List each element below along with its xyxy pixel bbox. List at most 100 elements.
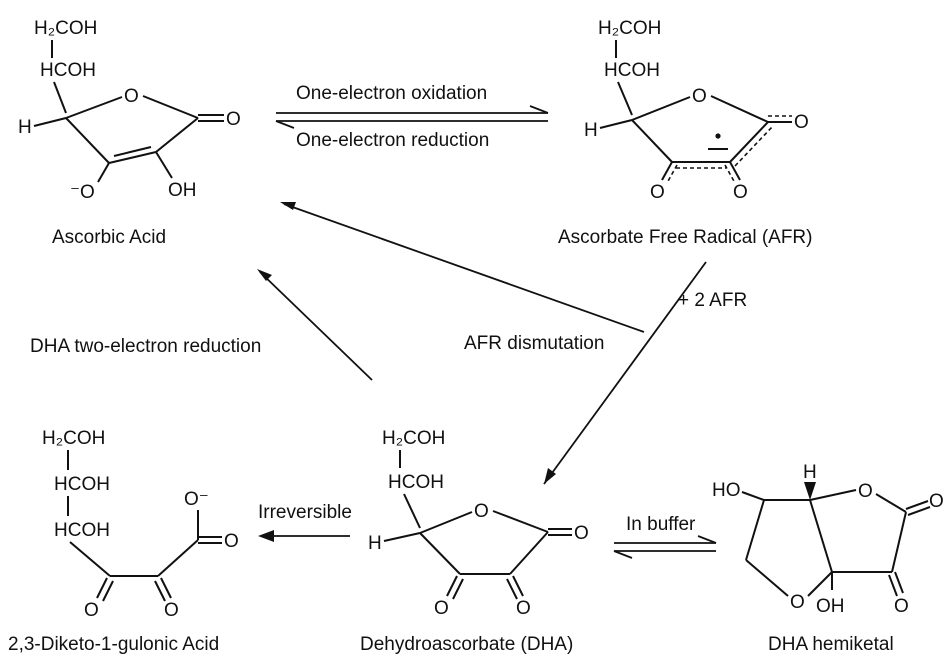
dha-reduction-label: DHA two-electron reduction xyxy=(30,336,261,357)
bond xyxy=(155,151,173,179)
bond xyxy=(157,539,199,577)
bond xyxy=(96,577,108,599)
irreversible-label: Irreversible xyxy=(258,502,352,523)
bond xyxy=(809,499,833,573)
bond xyxy=(509,531,549,575)
dashed-bond xyxy=(724,164,736,184)
dha-structure: H₂COH HCOH H O O O O xyxy=(368,428,589,619)
hemiketal-oh: OH xyxy=(816,596,845,617)
ascorbic-acid-label: Ascorbic Acid xyxy=(52,227,166,248)
diketo-h2coh: H₂COH xyxy=(42,428,105,449)
bond xyxy=(875,493,907,513)
afr-h: H xyxy=(584,120,598,141)
bond xyxy=(729,161,741,181)
bond xyxy=(419,511,473,534)
diketo-hcoh1: HCOH xyxy=(54,474,110,495)
bond xyxy=(894,571,904,594)
diketo-o-left: O xyxy=(84,600,99,621)
afr-o-carbonyl: O xyxy=(794,112,809,133)
ascorbic-oh: OH xyxy=(168,180,197,201)
afr-o-ring: O xyxy=(692,86,707,107)
bond xyxy=(710,95,769,123)
diketo-o-minus: O⁻ xyxy=(184,489,209,510)
bond xyxy=(108,151,157,164)
diketo-label: 2,3-Diketo-1-gulonic Acid xyxy=(8,634,219,655)
diketo-o-carboxyl: O xyxy=(224,531,239,552)
afr-o-right: O xyxy=(733,182,748,203)
afr-structure: H₂COH HCOH H O O O O xyxy=(584,18,809,203)
dha-o-carbonyl: O xyxy=(574,523,589,544)
bond xyxy=(69,541,111,577)
in-buffer-label: In buffer xyxy=(626,514,696,535)
ascorbic-o-minus: ⁻O xyxy=(70,182,95,203)
bond xyxy=(807,571,833,597)
bond xyxy=(907,506,931,516)
bond xyxy=(53,81,67,114)
afr-o-left: O xyxy=(650,182,665,203)
hemiketal-o-bottom: O xyxy=(790,592,805,613)
bond xyxy=(506,578,518,600)
bond xyxy=(905,500,929,510)
radical-dot xyxy=(715,133,721,139)
diketo-o-right: O xyxy=(164,600,179,621)
dha-o-ring: O xyxy=(474,501,489,522)
bond xyxy=(599,119,633,129)
dha-o-left: O xyxy=(434,598,449,619)
bond xyxy=(102,580,114,602)
hemiketal-o-carbonyl: O xyxy=(929,491,944,512)
buffer-reverse-arrow-head xyxy=(613,550,633,559)
bond xyxy=(155,117,199,153)
bond xyxy=(419,532,461,575)
bond xyxy=(142,95,199,119)
bond xyxy=(65,96,123,119)
dha-reduction-arrow-head xyxy=(257,269,272,281)
bond xyxy=(745,559,789,597)
bond xyxy=(661,161,673,181)
wedge-bond xyxy=(804,482,816,500)
afr-label: Ascorbate Free Radical (AFR) xyxy=(558,227,812,248)
bond xyxy=(888,574,898,597)
dha-reduction-arrow xyxy=(259,271,373,381)
afr-to-dha-arrow-head xyxy=(544,468,556,484)
bond xyxy=(729,121,769,163)
bond xyxy=(452,578,464,600)
ascorbic-h: H xyxy=(18,117,32,138)
dashed-bond xyxy=(666,164,678,184)
plus-afr-label: + 2 AFR xyxy=(678,290,747,311)
dismutation-arrow-head xyxy=(280,202,296,210)
bond xyxy=(617,81,633,116)
hemiketal-ho: HO xyxy=(712,480,741,501)
ascorbic-o-ring: O xyxy=(124,86,139,107)
dha-h2coh: H₂COH xyxy=(382,428,445,449)
ascorbic-o-carbonyl: O xyxy=(226,109,241,130)
dismutation-label: AFR dismutation xyxy=(464,333,604,354)
ascorbic-h2coh: H₂COH xyxy=(34,18,97,39)
bond xyxy=(160,577,172,599)
bond xyxy=(809,489,857,501)
bond xyxy=(492,510,549,533)
afr-to-dha-arrow xyxy=(543,261,707,485)
bond xyxy=(446,575,458,597)
dismutation-arrow xyxy=(283,203,645,333)
reduction-arrow-head xyxy=(275,120,295,129)
bond xyxy=(631,119,673,163)
ascorbic-acid-structure: H₂COH HCOH H O O ⁻O OH xyxy=(18,18,241,203)
hemiketal-o-ketone: O xyxy=(894,596,909,617)
afr-h2coh: H₂COH xyxy=(598,18,661,39)
hemiketal-structure: HO H O O O O OH xyxy=(712,462,944,617)
bond xyxy=(154,580,166,602)
bond xyxy=(97,162,110,183)
dha-h: H xyxy=(368,533,382,554)
irreversible-arrow-head xyxy=(258,530,274,542)
dha-label: Dehydroascorbate (DHA) xyxy=(360,634,573,655)
bond xyxy=(403,493,421,529)
bond xyxy=(631,96,691,121)
ascorbic-hcoh: HCOH xyxy=(40,60,96,81)
dha-hcoh: HCOH xyxy=(388,472,444,493)
buffer-forward-arrow-head xyxy=(697,535,717,544)
diketo-hcoh2: HCOH xyxy=(54,520,110,541)
diketo-structure: H₂COH HCOH HCOH O⁻ O O O xyxy=(42,428,239,621)
bond xyxy=(891,511,907,573)
